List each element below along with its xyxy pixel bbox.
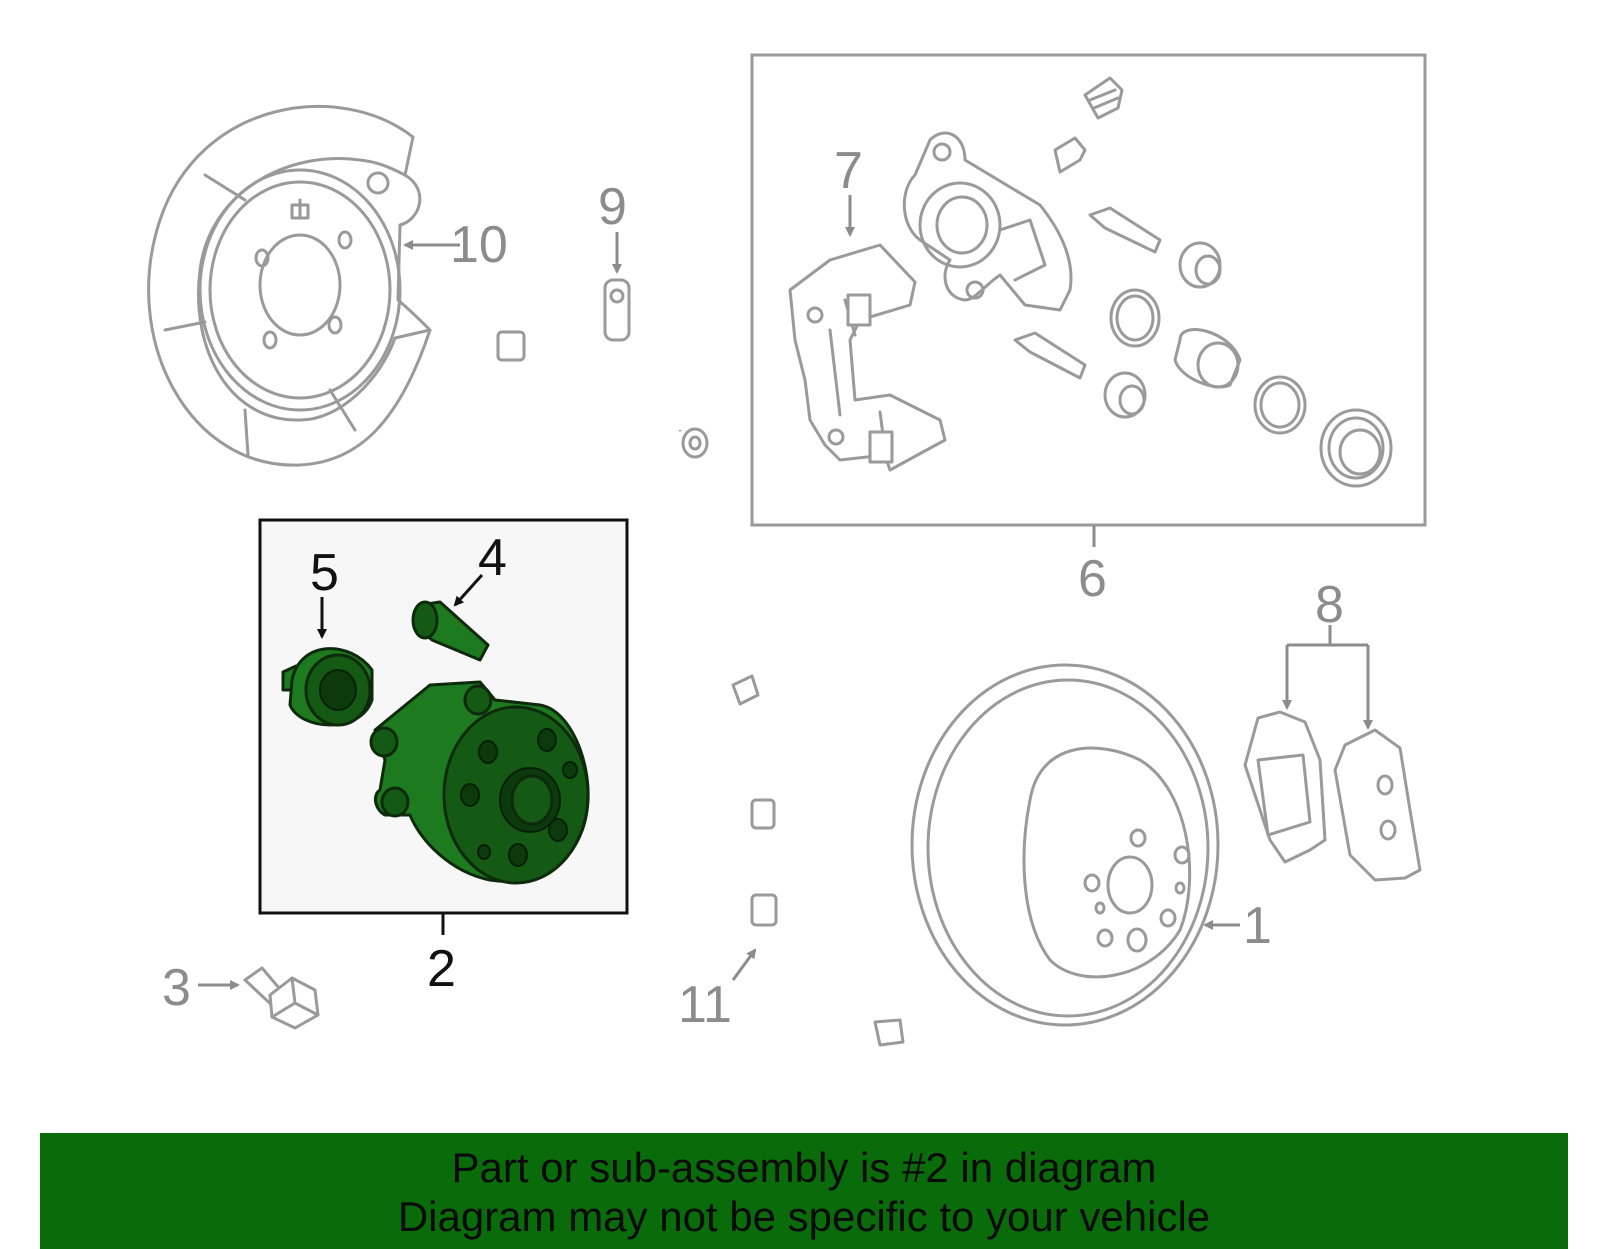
part-9-brake-hose — [496, 278, 709, 459]
banner-line-1: Part or sub-assembly is #2 in diagram — [451, 1144, 1157, 1191]
info-banner: Part or sub-assembly is #2 in diagram Di… — [40, 1133, 1568, 1249]
callout-1: 1 — [1243, 897, 1272, 955]
part-1-disc-rotor — [910, 663, 1220, 1027]
callout-2: 2 — [427, 940, 456, 998]
callout-3: 3 — [162, 959, 191, 1017]
callout-11: 11 — [678, 976, 732, 1034]
banner-line-2: Diagram may not be specific to your vehi… — [397, 1193, 1211, 1240]
part-5-bearing-seal — [281, 647, 374, 727]
caliper-housing — [902, 131, 1073, 312]
bracket-8 — [1282, 625, 1373, 730]
arrow-4 — [453, 573, 484, 607]
part-11-abs-sensor — [696, 674, 905, 1047]
part-3-bolt — [243, 966, 320, 1030]
part-4-hub-bolt — [411, 600, 490, 662]
callout-8: 8 — [1315, 576, 1344, 634]
callout-9: 9 — [598, 178, 627, 236]
part-2-hub-assembly — [369, 680, 590, 885]
part-7-caliper-bracket — [788, 243, 947, 472]
brake-parts-diagram: 10 9 6 7 — [147, 53, 1427, 1047]
callout-5: 5 — [310, 544, 339, 602]
part-10-dust-shield — [147, 105, 432, 467]
guide-pins — [1013, 206, 1222, 419]
arrow-11 — [731, 948, 757, 981]
callout-7: 7 — [834, 142, 863, 200]
callout-10: 10 — [450, 216, 508, 274]
bleeder-screw — [1053, 76, 1124, 174]
part-8-brake-pads — [1243, 710, 1422, 882]
piston-and-seals — [1109, 288, 1393, 488]
callout-4: 4 — [478, 529, 507, 587]
callout-6: 6 — [1078, 550, 1107, 608]
